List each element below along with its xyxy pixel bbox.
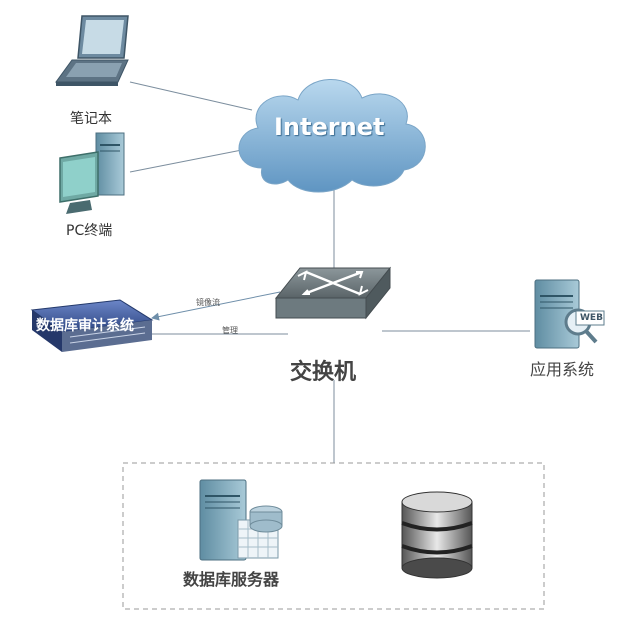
pc-icon [59, 132, 125, 214]
management-label: 管理 [222, 326, 238, 335]
connections [129, 81, 530, 463]
switch-label: 交换机 [290, 360, 357, 385]
audit-label: 数据库审计系统 [36, 318, 134, 334]
pc-label: PC终端 [66, 223, 113, 239]
laptop-internet-link [129, 81, 253, 111]
web-tag-label: WEB [580, 313, 603, 323]
laptop-icon [55, 15, 129, 86]
database-zone-box [122, 462, 545, 610]
pc-internet-link [129, 147, 253, 173]
switch-icon [274, 266, 392, 320]
internet-cloud [238, 79, 426, 193]
app-label: 应用系统 [530, 360, 595, 379]
mirror-flow-arrow [151, 291, 281, 321]
internet-label: Internet [274, 113, 385, 141]
db-server-icon [199, 479, 283, 561]
laptop-label: 笔记本 [70, 111, 112, 127]
mirror-flow-label: 镜像流 [196, 298, 220, 307]
app-server-icon [534, 279, 605, 349]
db-server-label: 数据库服务器 [183, 570, 280, 589]
database-cylinder-icon [401, 491, 473, 579]
audit-appliance-icon [30, 299, 154, 352]
